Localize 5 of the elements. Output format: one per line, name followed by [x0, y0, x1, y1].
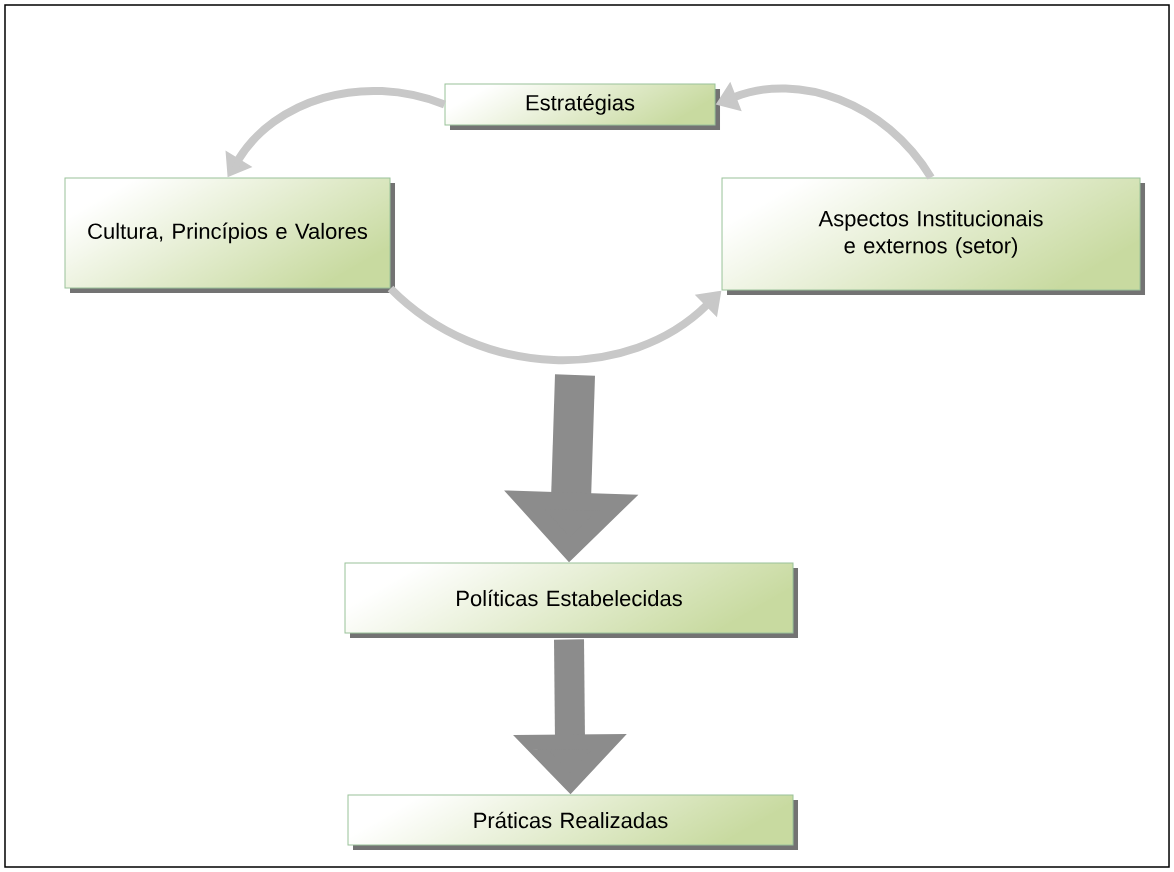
process-box: Práticas Realizadas: [347, 794, 798, 850]
process-box: Políticas Estabelecidas: [344, 562, 798, 638]
process-box: Aspectos Institucionais e externos (setor): [721, 177, 1145, 295]
process-box: Estratégias: [444, 83, 720, 130]
process-box: Cultura, Princípios e Valores: [64, 177, 395, 293]
